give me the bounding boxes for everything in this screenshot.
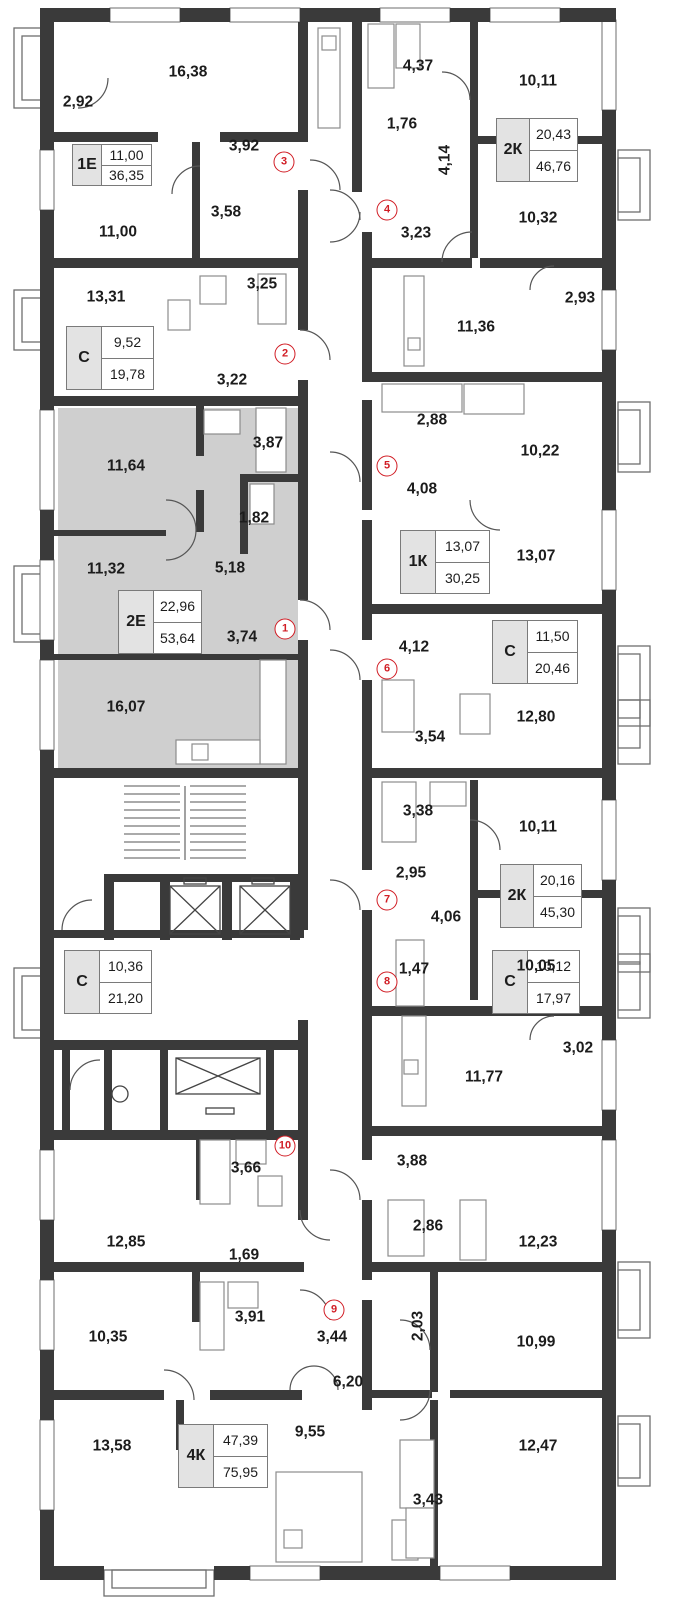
apartment-number-2: 2 (274, 343, 296, 365)
apartment-number-5: 5 (376, 455, 398, 477)
apartment-number-8: 8 (376, 971, 398, 993)
room-area: 10,22 (520, 442, 560, 460)
fixtures (167, 23, 525, 1563)
windows (39, 7, 617, 1581)
room-area: 2,95 (395, 864, 427, 882)
room-area: 2,88 (416, 411, 448, 429)
room-area: 3,23 (400, 224, 432, 242)
room-area: 3,22 (216, 371, 248, 389)
room-area: 3,87 (252, 434, 284, 452)
room-area: 1,47 (398, 960, 430, 978)
apartment-number-6: 6 (376, 658, 398, 680)
room-area: 4,12 (398, 638, 430, 656)
room-area: 3,44 (316, 1328, 348, 1346)
room-area: 13,31 (86, 288, 126, 306)
room-area: 6,20 (332, 1373, 364, 1391)
apartment-number-7: 7 (376, 889, 398, 911)
room-area: 13,07 (516, 547, 556, 565)
room-area: 10,11 (519, 72, 557, 90)
room-area: 3,88 (396, 1152, 428, 1170)
room-area: 11,77 (465, 1068, 503, 1086)
room-area: 2,03 (409, 1310, 427, 1342)
room-area: 2,92 (62, 93, 94, 111)
room-area: 13,58 (92, 1437, 132, 1455)
room-area: 1,69 (228, 1246, 260, 1264)
room-area: 10,99 (516, 1333, 556, 1351)
balconies (13, 27, 651, 1597)
room-area: 3,38 (402, 802, 434, 820)
room-area: 3,92 (228, 137, 260, 155)
apartment-number-1: 1 (274, 618, 296, 640)
room-area: 4,14 (436, 144, 454, 176)
room-area: 4,06 (430, 908, 462, 926)
apartment-number-10: 10 (274, 1135, 296, 1157)
room-area: 2,86 (412, 1217, 444, 1235)
room-area: 3,02 (562, 1039, 594, 1057)
room-area: 12,80 (516, 708, 556, 726)
stair-treads (124, 785, 246, 860)
room-area: 11,00 (99, 223, 137, 241)
room-area: 2,93 (564, 289, 596, 307)
room-area: 10,32 (518, 209, 558, 227)
room-area: 4,08 (406, 480, 438, 498)
room-area: 3,25 (246, 275, 278, 293)
room-area: 9,55 (294, 1423, 326, 1441)
room-area: 3,58 (210, 203, 242, 221)
room-area: 11,64 (107, 457, 145, 475)
room-area: 4,37 (402, 57, 434, 75)
elevator-core (111, 877, 291, 1115)
apartment-number-3: 3 (273, 151, 295, 173)
room-area: 16,07 (106, 698, 146, 716)
room-area: 10,05 (516, 957, 556, 975)
room-area: 5,18 (214, 559, 246, 577)
room-area: 11,32 (87, 560, 125, 578)
walls (40, 8, 616, 1580)
room-area: 11,36 (457, 318, 495, 336)
room-area: 3,43 (412, 1491, 444, 1509)
room-area: 16,38 (168, 63, 208, 81)
room-area: 3,54 (414, 728, 446, 746)
room-area: 12,85 (106, 1233, 146, 1251)
room-area: 3,74 (226, 628, 258, 646)
room-area: 1,82 (238, 509, 270, 527)
room-area: 12,47 (518, 1437, 558, 1455)
room-area: 10,11 (519, 818, 557, 836)
room-area: 12,23 (518, 1233, 558, 1251)
apartment-number-4: 4 (376, 199, 398, 221)
room-area: 3,66 (230, 1159, 262, 1177)
apartment-number-9: 9 (323, 1299, 345, 1321)
room-area: 1,76 (386, 115, 418, 133)
room-area: 3,91 (234, 1308, 266, 1326)
room-area: 10,35 (88, 1328, 128, 1346)
